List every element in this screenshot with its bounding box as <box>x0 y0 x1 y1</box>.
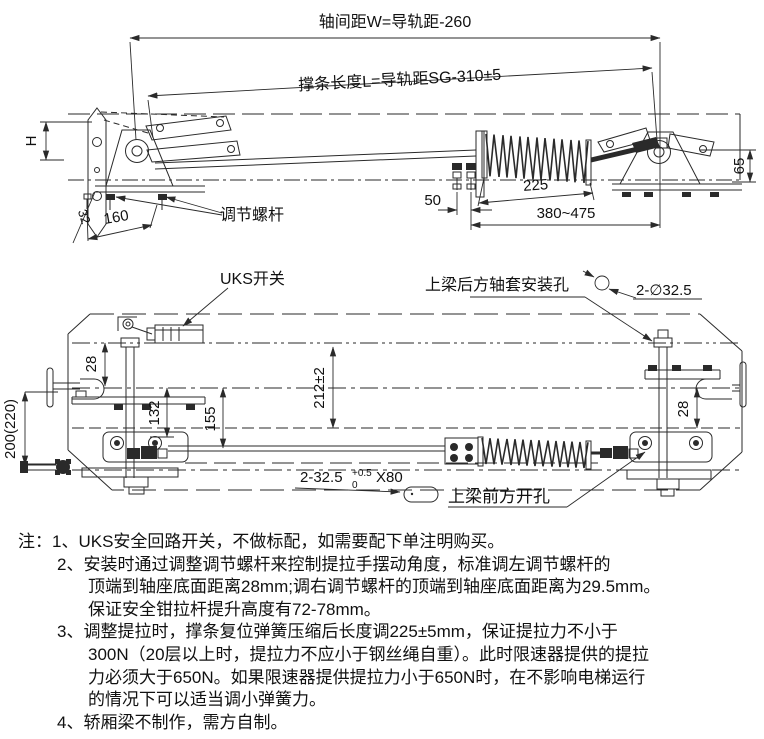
rope-link <box>590 146 639 163</box>
dim-50-text: 50 <box>424 192 441 209</box>
slot-dim-main-text: 2-32.5 <box>300 469 343 486</box>
dim-200-220 <box>21 391 58 466</box>
dim-h <box>40 121 92 161</box>
label-rear-sleeve-hole: 上梁后方轴套安装孔 <box>425 276 569 294</box>
note-line: 2、安装时通过调整调节螺杆来控制提拉手摆动角度，标准调左调节螺杆的 <box>57 554 611 574</box>
slot-dim-suffix-text: X80 <box>376 469 403 486</box>
dim-28-left-text: 28 <box>83 356 100 373</box>
spring-seat <box>452 130 485 198</box>
dim-225 <box>477 177 595 207</box>
front-opening-leader <box>448 451 646 508</box>
dim-132 <box>150 387 174 438</box>
left-handle <box>46 367 206 410</box>
label-uks-switch: UKS开关 <box>220 270 285 288</box>
note-line: 的情况下可以适当调小弹簧力。 <box>88 690 326 710</box>
beam-outline <box>67 313 743 491</box>
dim-strut-length <box>147 65 658 141</box>
right-lever-assembly <box>597 127 742 197</box>
right-rod <box>644 329 747 478</box>
note-line: 4、轿厢梁不制作，需方自制。 <box>57 712 288 732</box>
dim-212-text: 212±2 <box>311 367 328 409</box>
uks-leader <box>182 287 229 327</box>
rear-hole-leader <box>470 269 702 342</box>
uks-switch <box>117 316 204 344</box>
dim-range-text: 380~475 <box>537 205 596 222</box>
left-lever-assembly <box>83 107 241 238</box>
slot-dot <box>410 492 414 496</box>
label-adjusting-screw: 调节螺杆 <box>220 206 284 224</box>
dim-132-text: 132 <box>146 400 163 425</box>
right-bracket <box>626 431 713 497</box>
note-line: 3、调整提拉时，撑条复位弹簧压缩后长度调225±5mm，保证提拉力不小于 <box>57 622 618 642</box>
note-line: 顶端到轴座底面距离28mm;调右调节螺杆的顶端到轴座底面距离为29.5mm。 <box>88 577 661 597</box>
dim-32-text: 32 <box>75 207 94 225</box>
dim-rear-hole-text: 2-∅32.5 <box>636 282 692 299</box>
dim-axle-spacing <box>129 34 661 228</box>
left-bracket <box>20 431 189 495</box>
return-spring <box>481 130 592 186</box>
dim-axle-spacing-text: 轴间距W=导轨距-260 <box>319 13 472 31</box>
slot-leader <box>294 487 401 495</box>
slot-dim-sup-text: +0.5 <box>352 468 372 479</box>
note-line: 力必须大于650N。如果限速器提供提拉力小于650N时，在不影响电梯运行 <box>88 667 646 687</box>
dim-strut-length-text: 撑条长度L=导轨距SG-310±5 <box>298 66 502 95</box>
dim-225-text: 225 <box>523 176 549 195</box>
slot-dim-sub-text: 0 <box>352 480 358 491</box>
dim-65 <box>700 149 756 183</box>
front-view-drawing: UKS开关 <box>2 269 747 508</box>
dim-65-text: 65 <box>731 158 748 175</box>
dim-155-text: 155 <box>202 406 219 431</box>
pull-rod-bottom <box>154 155 477 170</box>
dim-50 <box>438 192 492 230</box>
note-line: 保证安全钳拉杆提升高度有72-78mm。 <box>88 599 381 619</box>
dim-28-right-text: 28 <box>675 401 692 418</box>
note-line: 300N（20层以上时，提拉力不应小于钢丝绳自重）。此时限速器提供的提拉 <box>88 644 650 664</box>
tie-rod <box>168 436 639 470</box>
top-view-drawing: 轴间距W=导轨距-260 撑条长度L=导轨距SG-310±5 H <box>23 13 756 244</box>
notes-block: 注：1、UKS安全回路开关，不做标配，如需要配下单注明购买。 2、安装时通过调整… <box>0 531 760 734</box>
dim-200-220-text: 200(220) <box>2 399 19 459</box>
label-front-opening: 上梁前方开孔 <box>448 487 550 506</box>
dim-160 <box>86 204 158 242</box>
note-line: 注：1、UKS安全回路开关，不做标配，如需要配下单注明购买。 <box>18 532 505 551</box>
dim-28-right <box>688 387 706 429</box>
dim-160-text: 160 <box>102 207 130 228</box>
slot-symbol <box>403 486 439 503</box>
adjusting-screw-leaders <box>115 195 223 216</box>
dim-h-text: H <box>23 136 40 147</box>
pull-rod-top <box>154 149 477 164</box>
dim-32-line <box>72 191 96 244</box>
